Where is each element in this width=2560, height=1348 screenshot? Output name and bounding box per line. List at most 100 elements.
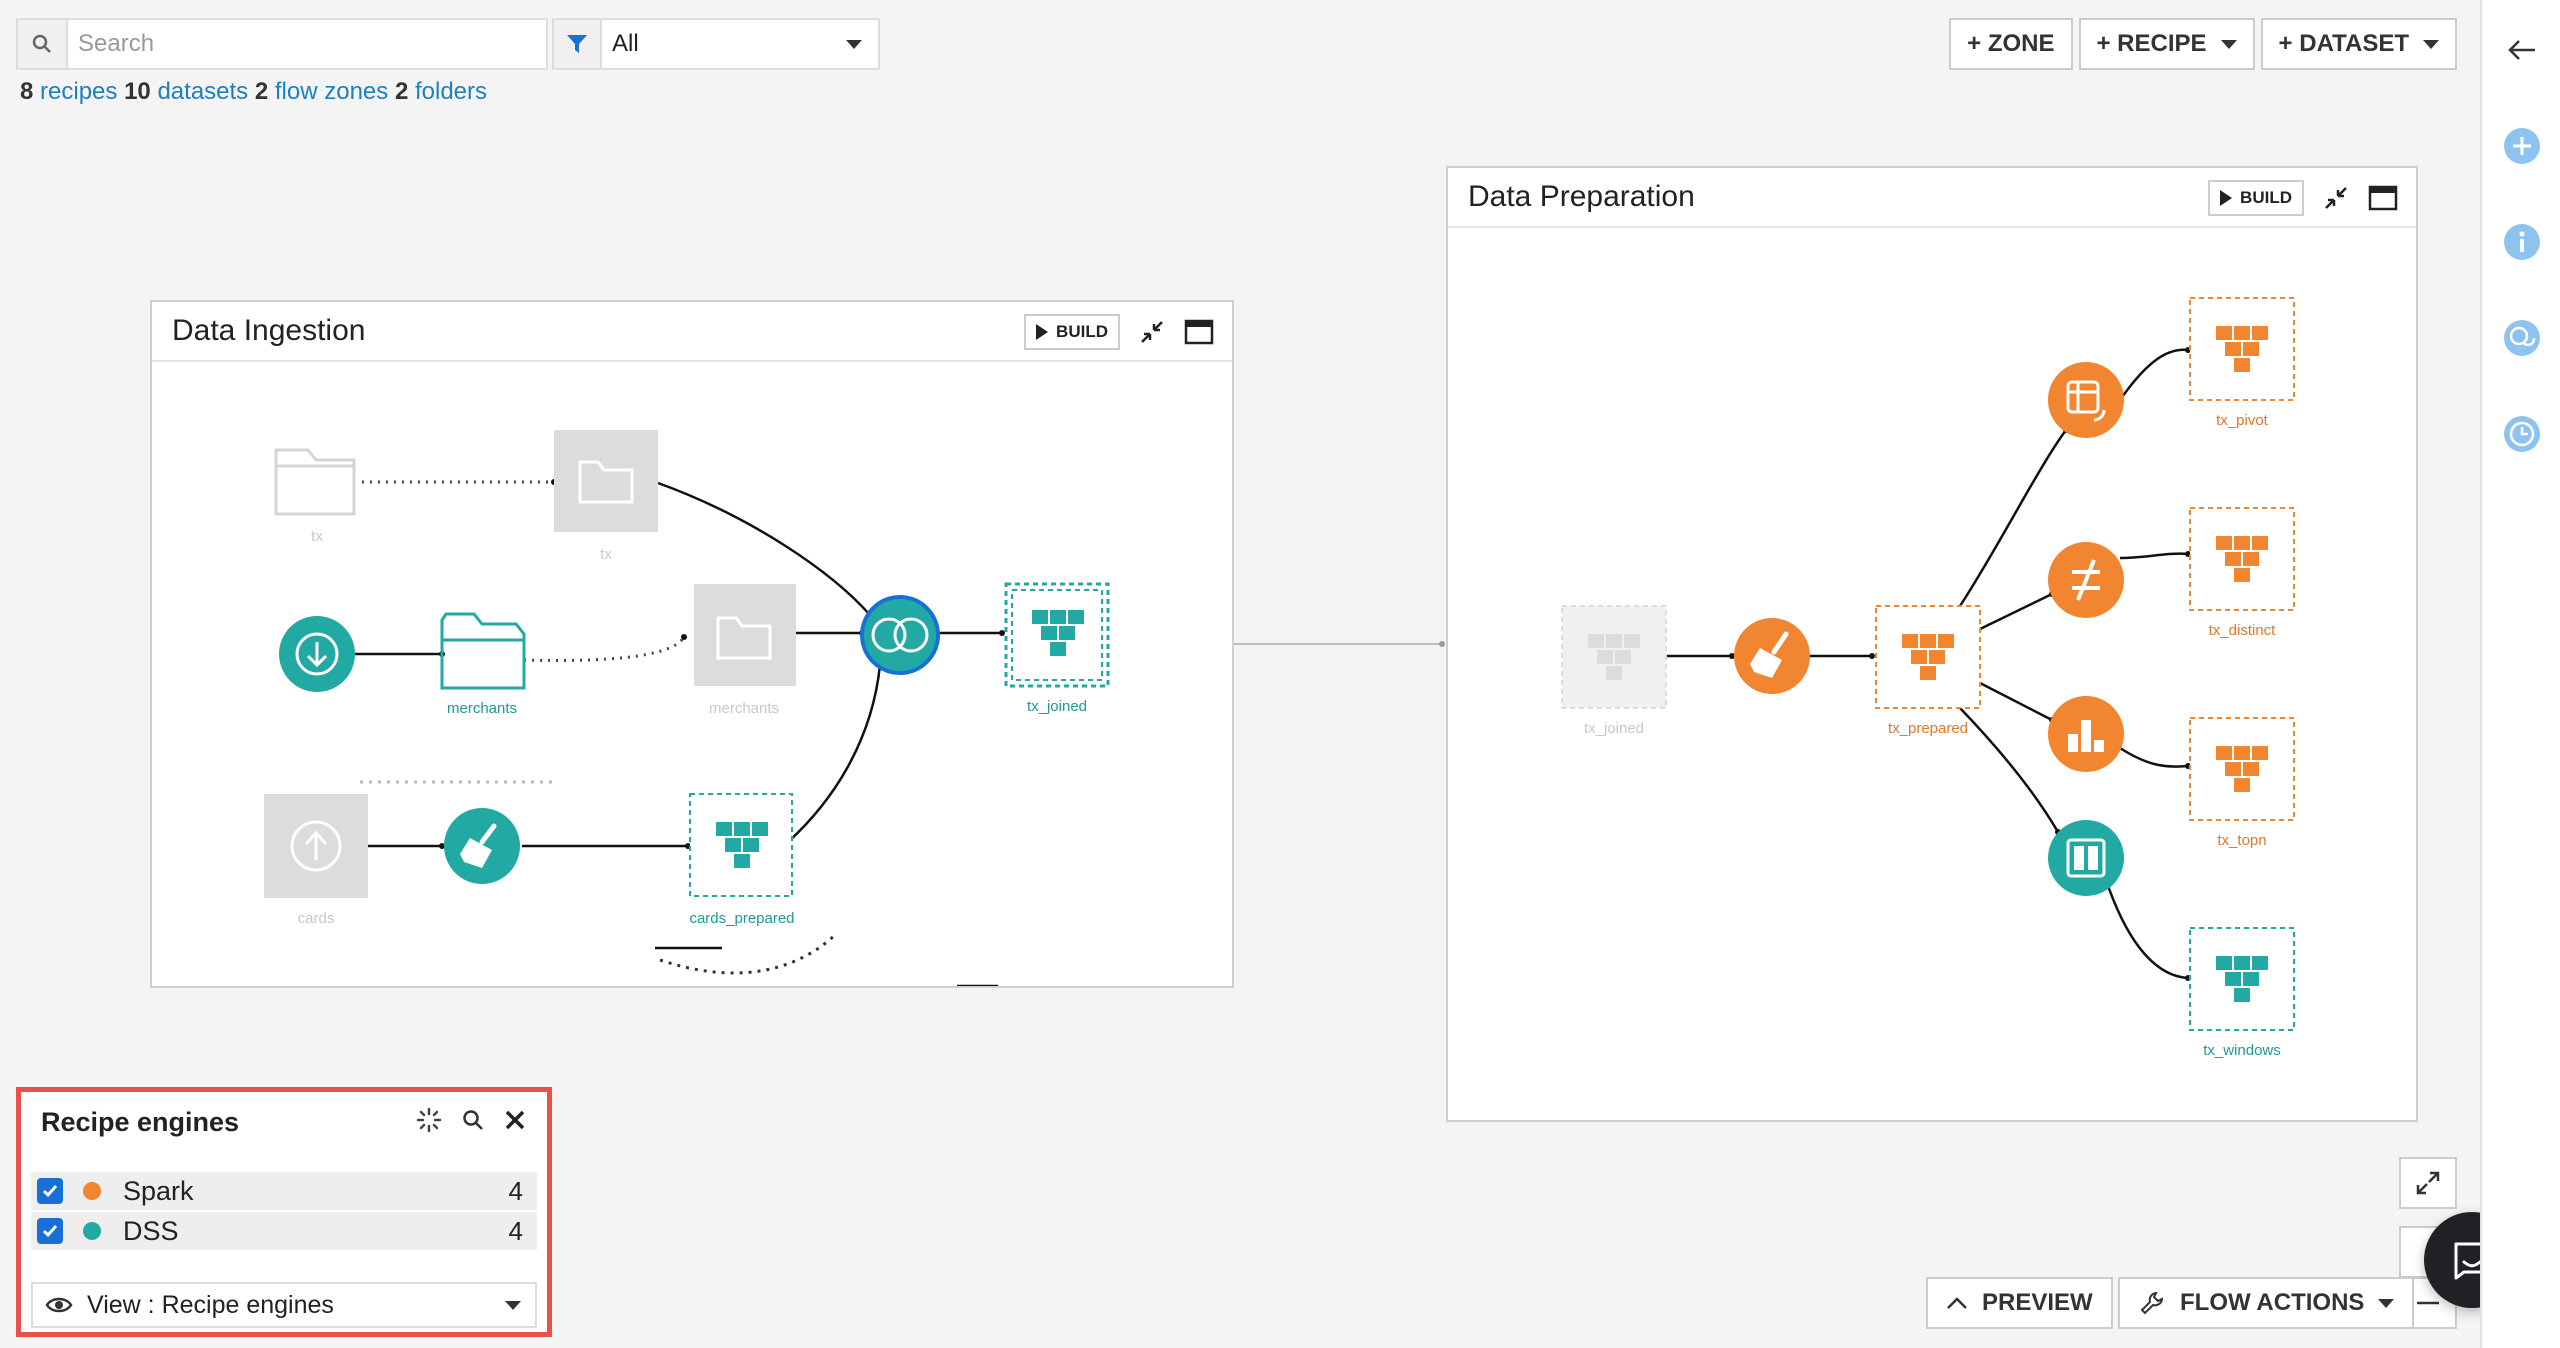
zone-header: Data Preparation BUILD [1448,168,2416,228]
zone-actions: BUILD [2208,180,2398,216]
dataset-cubes-icon [2216,536,2268,582]
tx-folder-node[interactable] [554,430,658,532]
wrench-icon [2140,1291,2164,1315]
build-button[interactable]: BUILD [1024,314,1120,350]
add-recipe-label: + RECIPE [2096,30,2207,57]
search-icon[interactable] [461,1108,485,1132]
zone-actions: BUILD [1024,314,1214,350]
recipes-link[interactable]: recipes [40,78,118,105]
engines-tools [415,1106,527,1134]
view-select[interactable]: View : Recipe engines [31,1282,537,1328]
play-icon [2220,190,2233,206]
tx-distinct-dataset-node[interactable] [2189,507,2295,611]
folder-icon[interactable] [274,448,356,516]
tx-topn-dataset-node[interactable] [2189,717,2295,821]
engine-row-dss[interactable]: DSS 4 [31,1212,537,1250]
play-icon [1036,324,1049,340]
window-recipe-node[interactable] [2048,820,2124,896]
collapse-icon[interactable] [1138,318,1166,346]
filter-icon [554,20,602,68]
merchants-dataset-node[interactable] [694,584,796,686]
datasets-count: 10 [124,78,151,105]
preview-button[interactable]: PREVIEW [1926,1277,2113,1329]
dataset-cubes-icon [716,822,768,868]
checkbox-checked-icon[interactable] [37,1178,63,1204]
back-arrow-icon[interactable] [2502,30,2542,70]
broom-icon [1750,631,1789,678]
ingestion-graph [360,780,998,986]
fit-view-button[interactable] [2399,1157,2457,1209]
tx-pivot-dataset-node[interactable] [2189,297,2295,401]
tx-windows-label: tx_windows [2203,1042,2281,1059]
window-icon [2066,838,2106,878]
tx-pivot-label: tx_pivot [2216,412,2268,429]
zones-count: 2 [254,78,269,105]
info-icon[interactable] [2502,222,2542,262]
discussions-icon[interactable] [2502,318,2542,358]
top-toolbar: + ZONE + RECIPE + DATASET [1949,18,2457,70]
search-box[interactable] [16,18,548,70]
build-button[interactable]: BUILD [2208,180,2304,216]
zones-link[interactable]: flow zones [274,78,389,105]
tx-windows-dataset-node[interactable] [2189,927,2295,1031]
filter-select[interactable]: All [552,18,880,70]
join-recipe-node[interactable] [860,595,940,675]
search-icon [18,20,68,68]
merchants-folder-node[interactable] [440,612,526,690]
flow-actions-button[interactable]: FLOW ACTIONS [2118,1277,2415,1329]
tx-joined-label: tx_joined [1026,698,1088,715]
filter-value: All [612,30,639,57]
tx-distinct-label: tx_distinct [2208,622,2276,639]
flow-actions-label: FLOW ACTIONS [2180,1289,2365,1316]
maximize-icon[interactable] [2368,185,2398,211]
build-label: BUILD [1056,322,1108,341]
tx-joined-input-node[interactable] [1561,605,1667,709]
folders-link[interactable]: folders [414,78,488,105]
chevron-down-icon [2378,1298,2395,1308]
folder-icon [716,616,772,660]
build-label: BUILD [2240,188,2292,207]
maximize-icon[interactable] [1184,319,1214,345]
topn-icon [2068,720,2104,752]
zone-title: Data Preparation [1468,180,1695,213]
loading-spinner-icon[interactable] [415,1106,443,1134]
dss-color-dot [83,1222,101,1240]
tx-prepared-label: tx_prepared [1887,720,1969,737]
chevron-up-icon [1947,1297,1967,1309]
recipe-engines-panel: Recipe engines Spark 4 [16,1087,552,1337]
view-label: View : Recipe engines [87,1290,334,1319]
collapse-icon[interactable] [2322,184,2350,212]
zone-header: Data Ingestion BUILD [152,302,1232,362]
spark-color-dot [83,1182,101,1200]
add-dataset-label: + DATASET [2278,30,2409,57]
checkbox-checked-icon[interactable] [37,1218,63,1244]
recipes-count: 8 [20,78,34,105]
engine-row-spark[interactable]: Spark 4 [31,1172,537,1210]
preparation-nodes [1561,297,2295,1031]
history-clock-icon[interactable] [2502,414,2542,454]
chevron-down-icon [505,1300,521,1310]
download-icon [295,632,339,676]
engines-title: Recipe engines [41,1106,240,1137]
tx-topn-label: tx_topn [2217,832,2267,849]
tx-joined-input-label: tx_joined [1583,720,1645,737]
add-dataset-button[interactable]: + DATASET [2260,18,2457,70]
close-icon[interactable] [503,1108,527,1132]
add-icon[interactable] [2502,126,2542,166]
merchants2-label: merchants [708,700,780,717]
pivot-recipe-node[interactable] [2048,362,2124,438]
add-zone-button[interactable]: + ZONE [1949,18,2073,70]
tx-prepared-dataset-node[interactable] [1875,605,1981,709]
folders-count: 2 [394,78,409,105]
chevron-down-icon [2423,39,2439,49]
zone-data-preparation[interactable]: Data Preparation BUILD [1446,166,2418,1122]
datasets-link[interactable]: datasets [157,78,249,105]
add-recipe-button[interactable]: + RECIPE [2078,18,2255,70]
engines-header: Recipe engines [21,1092,547,1152]
engine-count: 4 [508,1215,523,1246]
zone-data-ingestion[interactable]: Data Ingestion BUILD [150,300,1234,988]
join-icon [871,617,929,653]
search-input[interactable] [68,20,546,68]
upload-icon [290,820,342,872]
